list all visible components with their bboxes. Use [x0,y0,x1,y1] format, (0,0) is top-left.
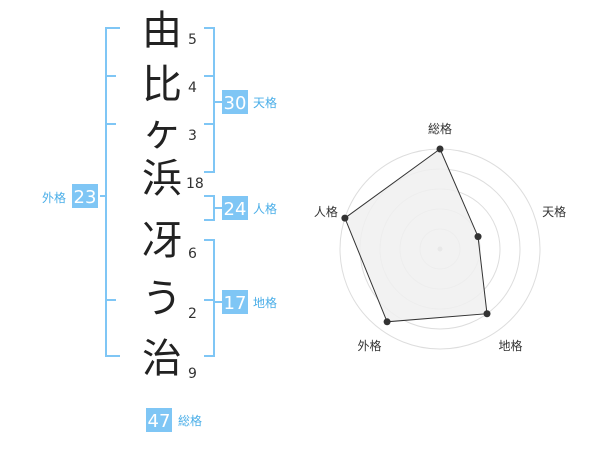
radar-point-2 [474,233,482,241]
tenkaku-bracket [204,27,215,173]
radar-axis-label-2: 天格 [542,204,566,219]
soukaku-label: 総格 [178,413,202,428]
gaikaku-badge [72,184,98,208]
radar-data-points [341,145,491,326]
tenkaku-label: 天格 [253,95,277,110]
chikaku-bracket [204,239,215,357]
gaikaku-value: 23 [74,187,97,208]
chikaku-label: 地格 [253,295,277,310]
radar-axis-label-5: 人格 [314,204,338,219]
stroke-count-3: 3 [188,128,197,144]
tenkaku-badge [222,90,248,114]
name-char-4: 浜 [142,156,182,202]
radar-axis-label-3: 地格 [498,338,522,353]
gaikaku-bracket [105,27,120,357]
name-char-6: う [142,276,182,322]
name-char-5: 冴 [142,218,182,264]
name-char-7: 治 [142,336,182,382]
radar-point-1 [436,145,444,153]
name-char-1: 由 [142,8,182,54]
radar-data-polygon [344,148,488,323]
tenkaku-value: 30 [224,93,247,114]
chikaku-value: 17 [224,293,247,314]
radar-point-3 [483,310,491,318]
radar-point-5 [341,214,349,222]
name-char-2: 比 [142,62,182,108]
stroke-count-6: 2 [188,306,197,322]
soukaku-badge [146,408,172,432]
jinkaku-value: 24 [224,199,247,220]
stroke-count-1: 5 [188,32,197,48]
chikaku-badge [222,290,248,314]
radar-point-4 [383,318,391,326]
jinkaku-badge [222,196,248,220]
soukaku-value: 47 [148,411,171,432]
radar-axis-label-4: 外格 [357,338,381,353]
gaikaku-label: 外格 [42,190,66,205]
name-char-3: ヶ [142,109,182,155]
stroke-count-2: 4 [188,80,197,96]
stroke-count-7: 9 [188,366,197,382]
jinkaku-label: 人格 [253,201,277,216]
stroke-count-4: 18 [186,176,204,192]
stroke-count-5: 6 [188,246,197,262]
radar-axis-label-1: 総格 [428,121,452,136]
